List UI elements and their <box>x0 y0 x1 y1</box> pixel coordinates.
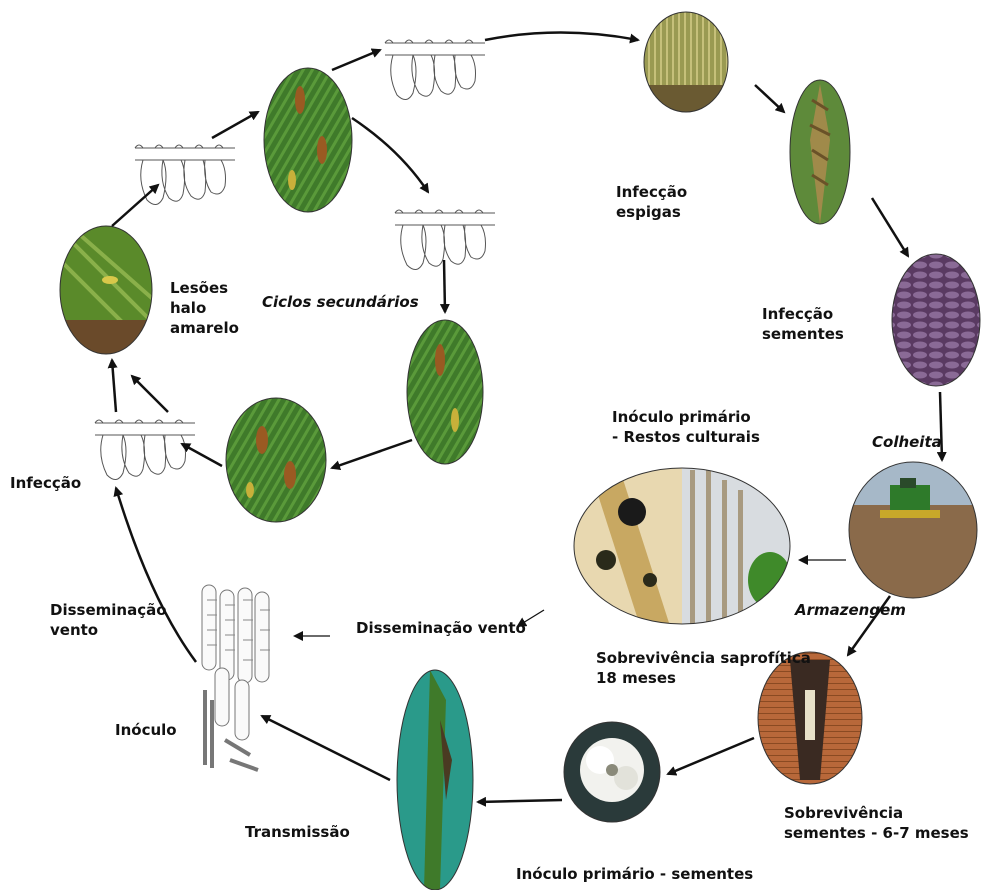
leaf-cross-section-sketch <box>95 420 195 480</box>
infected-seeds-photo <box>890 252 982 390</box>
infected-spike-photo <box>785 78 857 228</box>
leaf-lesion-photo-bottom <box>224 396 328 524</box>
label-armazengem: Armazengem <box>795 600 906 620</box>
leaf-cross-section-sketch <box>385 40 485 100</box>
label-lesoes: Lesões halo amarelo <box>170 278 239 338</box>
label-sobrevivencia-saprofitica: Sobrevivência saprofítica 18 meses <box>596 648 811 688</box>
label-infeccao: Infecção <box>10 473 81 493</box>
label-transmissao: Transmissão <box>245 822 350 842</box>
label-inoculo-primario-sementes: Inóculo primário - sementes <box>516 864 753 884</box>
label-infeccao-espigas: Infecção espigas <box>616 182 687 222</box>
leaf-cross-section-sketch <box>135 145 235 205</box>
crop-residues-photo <box>572 466 792 626</box>
label-ciclos-secundarios: Ciclos secundários <box>262 292 419 312</box>
label-infeccao-sementes: Infecção sementes <box>762 304 844 344</box>
harvest-combine-photo <box>848 460 980 600</box>
label-disseminacao-vento-center: Disseminação vento <box>356 618 526 638</box>
seed-inoculum-photo <box>562 720 662 824</box>
conidia-sketch <box>202 585 270 770</box>
wheat-field-photo <box>640 10 735 115</box>
label-disseminacao-vento-left: Disseminação vento <box>50 600 167 640</box>
label-sobrevivencia-sementes: Sobrevivência sementes - 6-7 meses <box>784 803 969 843</box>
leaf-lesion-photo-left <box>58 224 154 356</box>
label-colheita: Colheita <box>872 432 942 452</box>
label-inoculo-primario-restos: Inóculo primário - Restos culturais <box>612 407 760 447</box>
label-inoculo: Inóculo <box>115 720 177 740</box>
leaf-lesion-photo-top <box>262 66 354 216</box>
transmission-seedling-photo <box>395 668 475 890</box>
leaf-lesion-photo-right <box>405 318 485 468</box>
